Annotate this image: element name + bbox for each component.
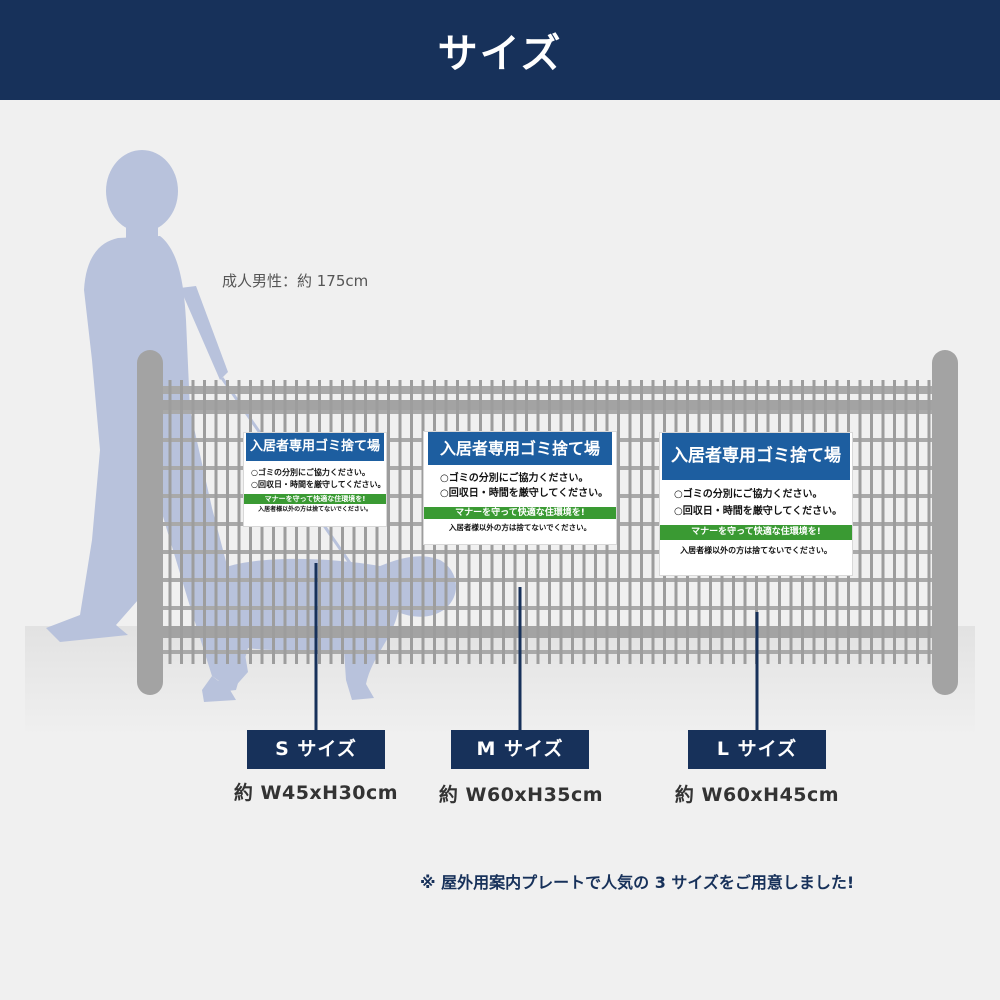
sign-line-1: ○ゴミの分別にご協力ください。 (251, 468, 370, 477)
size-badge-s: S サイズ (247, 730, 385, 769)
sign-band: マナーを守って快適な住環境を! (424, 507, 616, 519)
sign-medium: 入居者専用ゴミ捨て場 ○ゴミの分別にご協力ください。 ○回収日・時間を厳守してく… (424, 432, 616, 544)
sign-line-2: ○回収日・時間を厳守してください。 (674, 506, 843, 517)
size-dimensions-l: 約 W60xH45cm (674, 784, 840, 806)
sign-heading: 入居者専用ゴミ捨て場 (246, 433, 384, 461)
sign-large: 入居者専用ゴミ捨て場 ○ゴミの分別にご協力ください。 ○回収日・時間を厳守してく… (660, 433, 852, 575)
sign-band: マナーを守って快適な住環境を! (244, 494, 386, 504)
size-badge-l: L サイズ (688, 730, 826, 769)
page-header: サイズ (0, 0, 1000, 100)
sign-footer: 入居者様以外の方は捨てないでください。 (258, 506, 372, 513)
sign-footer: 入居者様以外の方は捨てないでください。 (448, 523, 592, 532)
sign-heading: 入居者専用ゴミ捨て場 (428, 432, 612, 465)
size-dimensions-s: 約 W45xH30cm (233, 782, 399, 804)
sign-line-1: ○ゴミの分別にご協力ください。 (440, 473, 589, 484)
height-label: 成人男性：約 175cm (222, 272, 369, 290)
sign-band: マナーを守って快適な住環境を! (660, 525, 852, 540)
ground-shadow (25, 626, 975, 736)
sign-line-1: ○ゴミの分別にご協力ください。 (674, 489, 823, 500)
sign-line-2: ○回収日・時間を厳守してください。 (440, 488, 609, 499)
sign-line-2: ○回収日・時間を厳守してください。 (251, 480, 386, 489)
page-title: サイズ (437, 31, 563, 77)
size-badge-m: M サイズ (451, 730, 589, 769)
pointer-lines (314, 563, 759, 732)
sign-heading: 入居者専用ゴミ捨て場 (662, 433, 850, 480)
sign-small: 入居者専用ゴミ捨て場 ○ゴミの分別にご協力ください。 ○回収日・時間を厳守してく… (244, 433, 386, 526)
size-dimensions-m: 約 W60xH35cm (438, 784, 604, 806)
sign-footer: 入居者様以外の方は捨てないでください。 (680, 546, 832, 555)
footnote: ※ 屋外用案内プレートで人気の 3 サイズをご用意しました! (420, 873, 855, 892)
